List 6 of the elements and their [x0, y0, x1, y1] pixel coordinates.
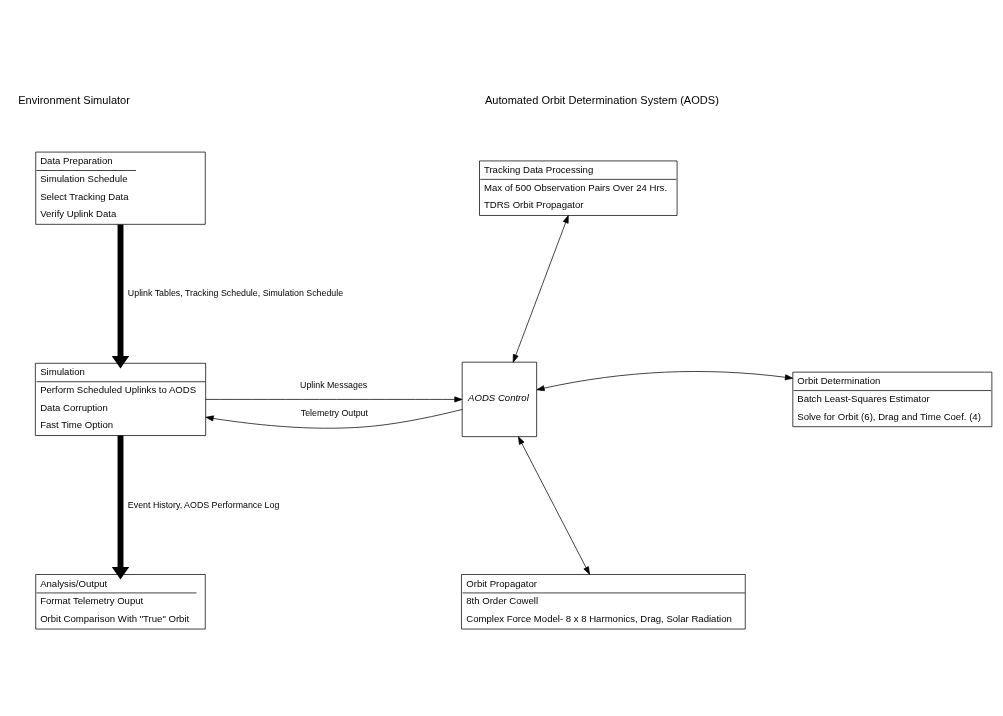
edge-label: Telemetry Output — [300, 407, 368, 418]
label: Environment Simulator — [17, 93, 130, 106]
edge-label: Uplink Tables, Tracking Schedule, Simulation Schedule — [127, 287, 343, 298]
label: Automated Orbit Determination System (AODS) — [484, 93, 719, 106]
edge-label: Uplink Messages — [299, 379, 367, 390]
edge-label: Event History, AODS Performance Log — [127, 499, 279, 510]
